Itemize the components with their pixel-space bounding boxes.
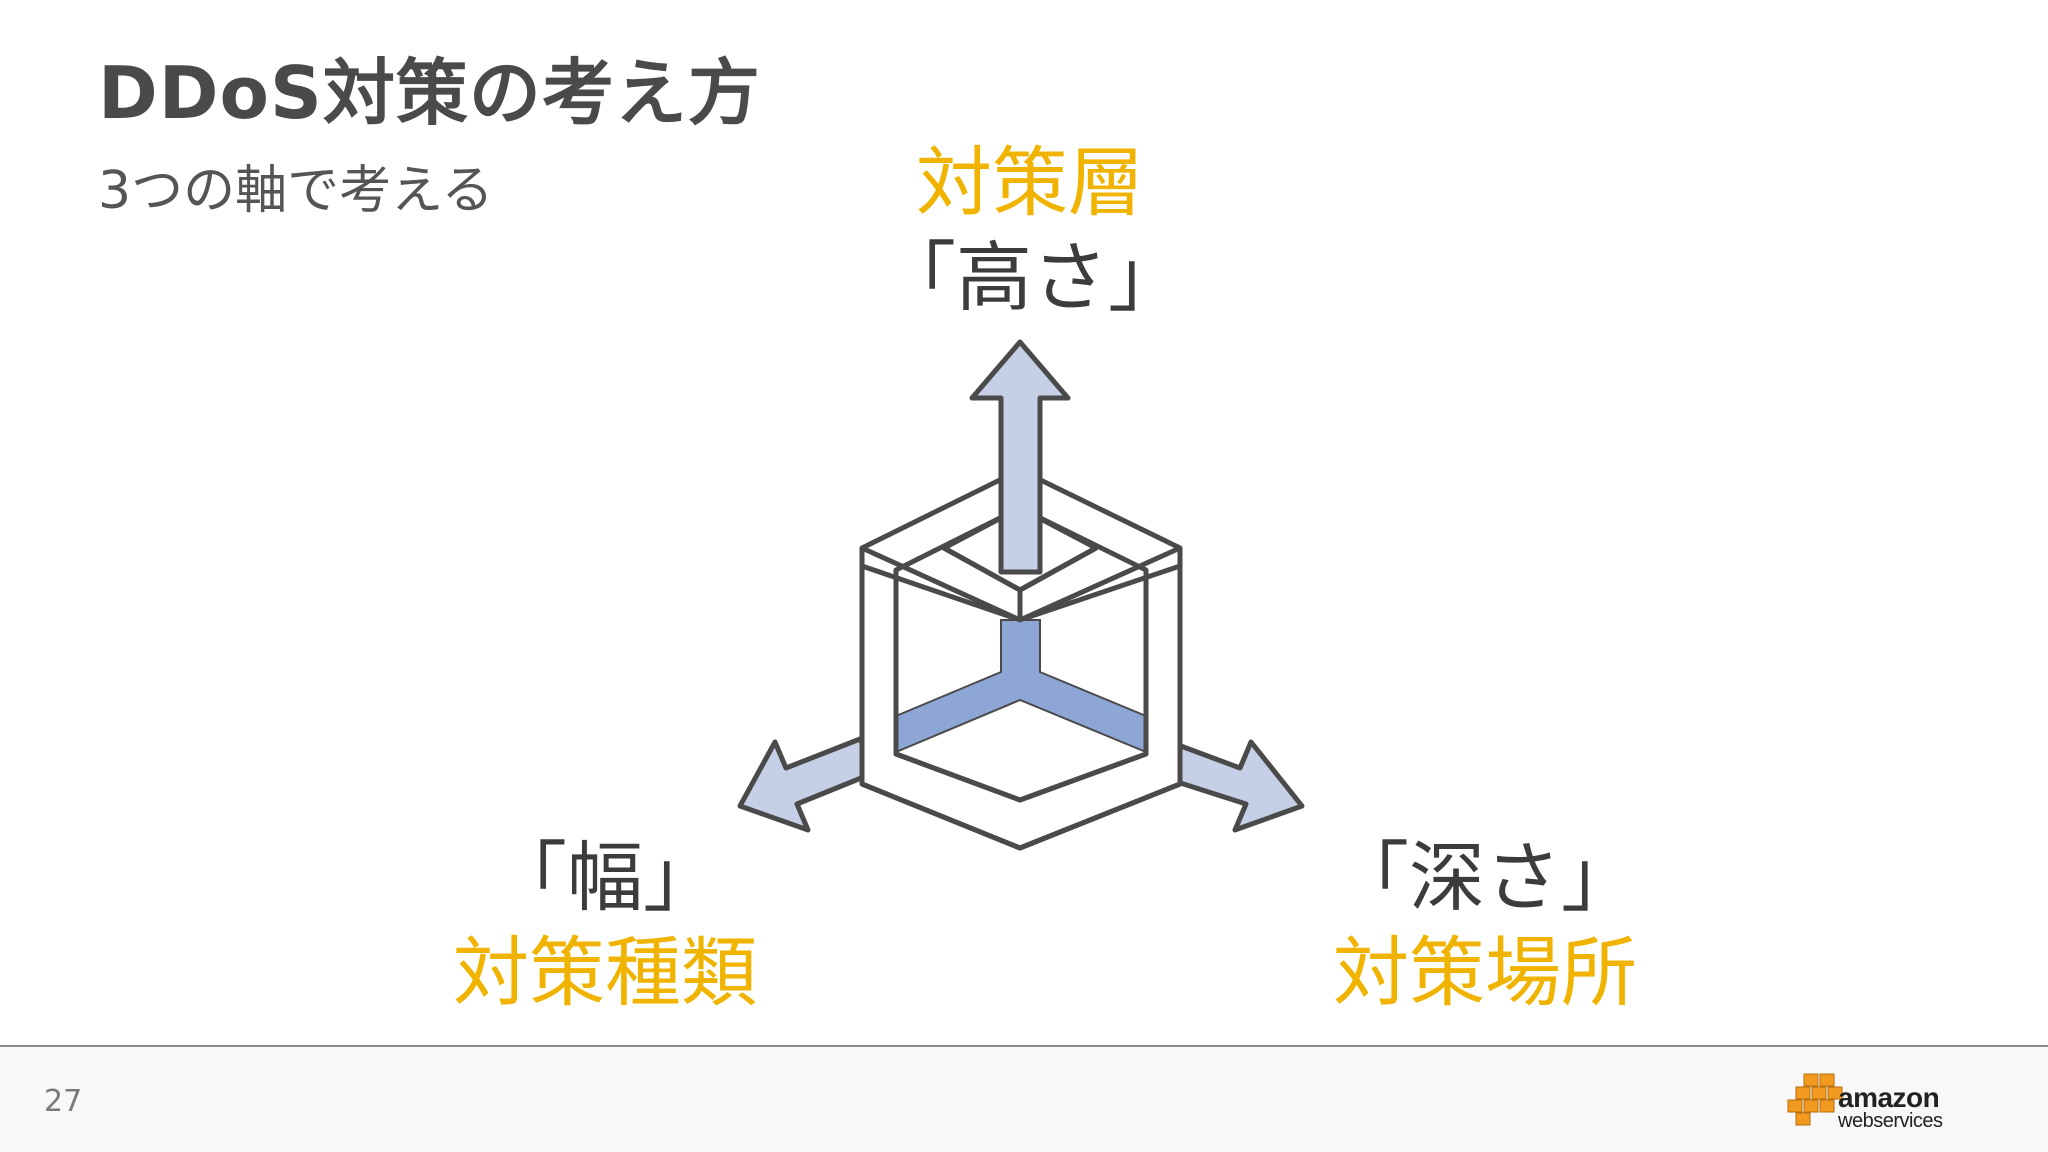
height-axis-dimension: 「高さ」 <box>880 233 1184 322</box>
width-axis-arrow <box>737 736 879 833</box>
slide-title: DDoS対策の考え方 <box>98 51 761 135</box>
aws-logo-icon <box>1787 1073 1843 1126</box>
footer <box>0 1047 2048 1152</box>
cube-inner-axes <box>893 570 1149 803</box>
width-axis-category: 対策種類 <box>453 928 757 1017</box>
height-axis-category: 対策層 <box>916 138 1144 227</box>
aws-logo-text-webservices: webservices <box>1838 1110 1943 1132</box>
height-axis-label: 対策層 「高さ」 <box>880 135 1184 325</box>
width-axis-dimension: 「幅」 <box>491 833 719 922</box>
aws-logo-text-amazon: amazon <box>1838 1082 1940 1113</box>
depth-axis-label: 「深さ」 対策場所 <box>1290 830 1680 1020</box>
footer-divider <box>0 1045 2048 1047</box>
slide-subtitle: 3つの軸で考える <box>98 161 494 221</box>
depth-axis-dimension: 「深さ」 <box>1333 833 1637 922</box>
page-number: 27 <box>44 1084 83 1119</box>
depth-axis-category: 対策場所 <box>1333 928 1637 1017</box>
height-axis-arrow <box>969 339 1071 575</box>
width-axis-label: 「幅」 対策種類 <box>395 830 815 1020</box>
